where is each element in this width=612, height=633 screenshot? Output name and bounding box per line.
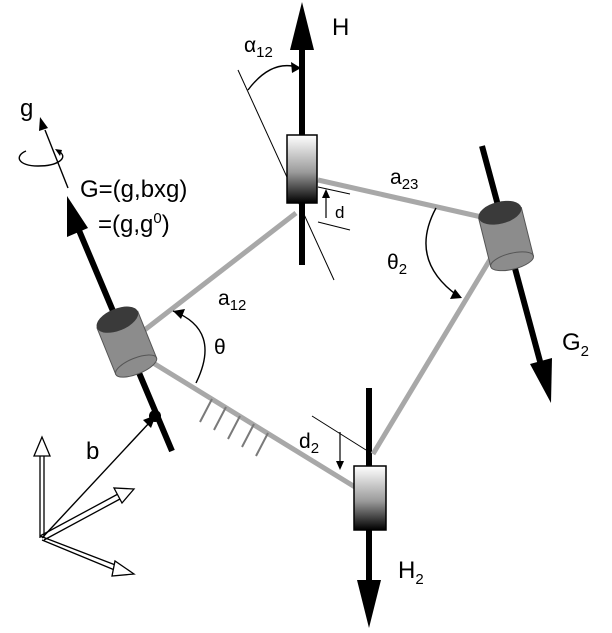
g-vector-arrowhead: [39, 117, 48, 131]
label-G2: G2: [562, 329, 589, 360]
slider-top: [286, 134, 318, 204]
d2-tick: [311, 415, 367, 451]
cylinder-left: [96, 306, 158, 378]
axis-G-arrowhead: [67, 196, 88, 237]
ground-hatch: [199, 398, 269, 457]
label-G-line1: G=(g,bxg): [80, 176, 187, 203]
label-a23: a23: [390, 166, 418, 193]
label-G-line2: =(g,g0): [98, 210, 170, 238]
theta-arc: [172, 310, 206, 384]
label-theta: θ: [214, 336, 226, 359]
rotation-icon: [18, 150, 64, 167]
g-axis-point: [149, 410, 161, 422]
label-a12: a12: [218, 287, 246, 314]
link-ground: [148, 358, 357, 490]
alpha-arc-arrowhead: [291, 62, 301, 73]
label-theta2: θ2: [387, 251, 407, 278]
b-vector: [41, 421, 151, 539]
theta-arc-arrowhead: [173, 309, 185, 319]
alpha-reference-line: [237, 69, 335, 281]
label-d2: d2: [299, 430, 319, 457]
label-b: b: [86, 438, 99, 465]
label-alpha12: α12: [244, 34, 273, 61]
link-a23: [317, 177, 487, 221]
d-tick-top: [317, 186, 351, 195]
theta2-arc: [425, 207, 459, 297]
coordinate-frame: [33, 435, 136, 577]
d-tick-bottom: [317, 221, 351, 231]
slider-bottom: [353, 465, 387, 531]
rotation-arrowhead: [55, 149, 62, 156]
g-vector: [44, 129, 69, 189]
label-g: g: [20, 95, 33, 122]
axis-H-arrowhead: [290, 2, 314, 50]
label-H2: H2: [398, 557, 424, 588]
cylinder-right: [477, 200, 535, 272]
d2-arrowhead: [336, 461, 344, 470]
label-d: d: [335, 203, 344, 222]
axis-H2-arrowhead: [357, 580, 381, 628]
label-H: H: [332, 14, 349, 41]
link-right: [370, 251, 497, 456]
link-a12: [140, 211, 298, 334]
d-arrowhead: [322, 189, 330, 198]
axis-G2-arrowhead: [530, 358, 552, 403]
theta2-arc-arrowhead: [450, 289, 462, 299]
